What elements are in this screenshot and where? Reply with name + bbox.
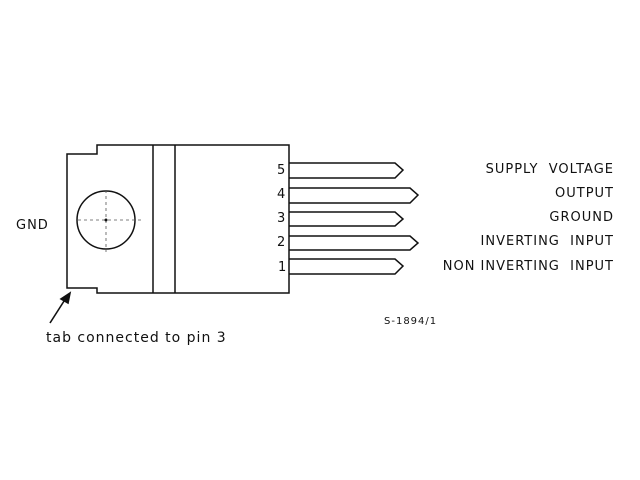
pin-number-1: 1: [278, 260, 287, 275]
tab-note: tab connected to pin 3: [46, 330, 227, 346]
pin-1-lead: [289, 258, 405, 275]
pin-name-4: OUTPUT: [555, 186, 614, 201]
gnd-label: GND: [16, 218, 49, 233]
pin-5-lead: [289, 162, 405, 179]
pin-name-2: INVERTING INPUT: [480, 234, 614, 249]
pin-4-lead: [289, 187, 420, 204]
arrow-icon: [49, 291, 72, 324]
pin-name-1: NON INVERTING INPUT: [442, 259, 614, 274]
pin-2-lead: [289, 235, 420, 251]
pin-3-lead: [289, 211, 405, 227]
pin-number-3: 3: [277, 211, 286, 226]
pin-name-5: SUPPLY VOLTAGE: [485, 162, 614, 177]
pin-number-4: 4: [277, 187, 286, 202]
package-body: [66, 144, 290, 294]
reference-code: S-1894/1: [384, 316, 438, 327]
pin-number-2: 2: [277, 235, 286, 250]
pin-name-3: GROUND: [549, 210, 614, 225]
pin-number-5: 5: [277, 163, 286, 178]
